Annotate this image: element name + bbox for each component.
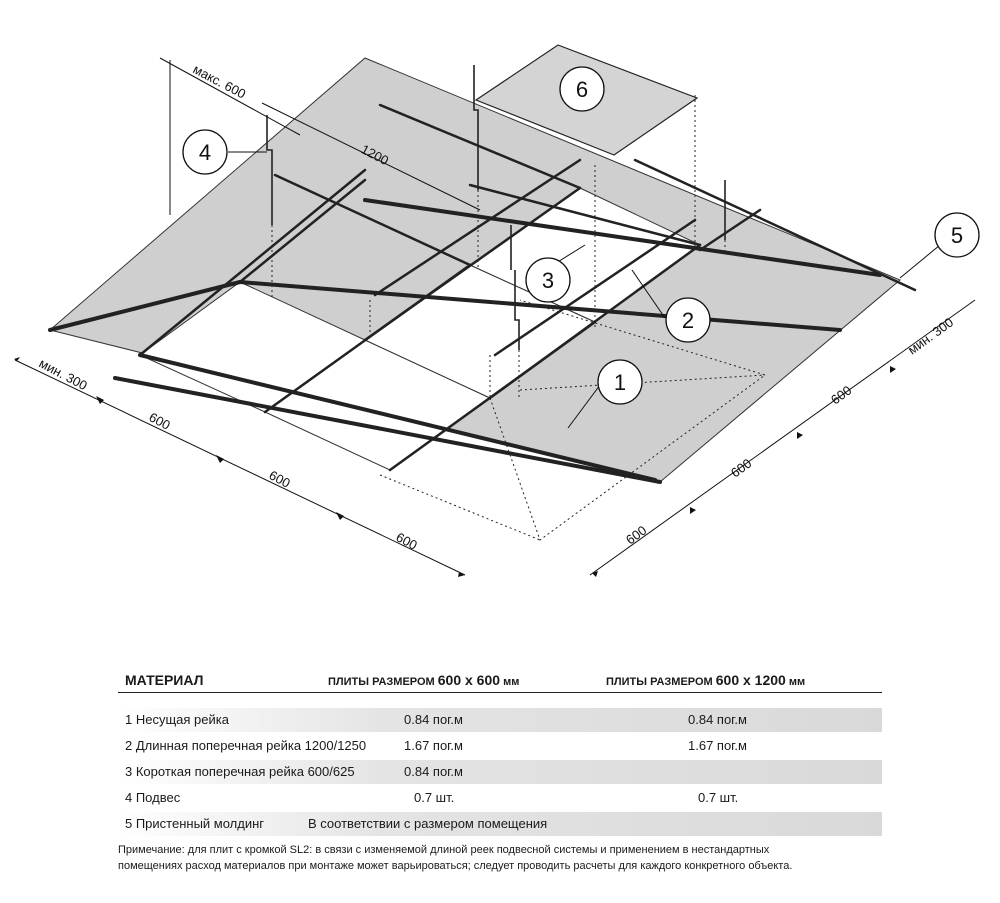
svg-text:1: 1 (614, 370, 626, 395)
row-value-col1: 0.7 шт. (414, 790, 455, 805)
leader-5 (899, 244, 941, 279)
footnote-line-1: Примечание: для плит с кромкой SL2: в св… (118, 844, 770, 856)
dim-label-600-e: 600 (728, 456, 754, 481)
callout-4: 4 (182, 129, 228, 175)
cross-tee (388, 320, 597, 472)
cross-tee (468, 183, 702, 247)
table-row: 3 Короткая поперечная рейка 600/625 0.84… (118, 760, 882, 784)
callout-2: 2 (665, 297, 711, 343)
header-col1: ПЛИТЫ РАЗМЕРОМ 600 х 600 мм (328, 672, 520, 688)
hanger (266, 115, 273, 225)
header-divider (118, 692, 882, 693)
footnote-line-2: помещениях расход материалов при монтаже… (118, 860, 793, 872)
cross-tee (138, 168, 367, 357)
hanger (514, 270, 520, 350)
cross-tee (493, 218, 697, 357)
dim-label-min300-right: мин. 300 (905, 315, 956, 358)
dim-label-600-c: 600 (394, 529, 420, 552)
projection-outline (489, 299, 767, 541)
main-runner (138, 353, 657, 482)
hanger (473, 65, 479, 190)
row-value-col1: 0.84 пог.м (404, 764, 463, 779)
dim-label-600-f: 600 (828, 383, 854, 408)
row-value-col1: 0.84 пог.м (404, 712, 463, 727)
svg-text:4: 4 (199, 140, 211, 165)
leader-2 (631, 269, 666, 319)
callout-5: 5 (934, 212, 980, 258)
row-value-col2: 0.7 шт. (698, 790, 739, 805)
cross-tee (263, 263, 472, 414)
projection-line (379, 474, 541, 541)
leader-1 (567, 384, 601, 429)
dimension-ticks (14, 357, 896, 577)
svg-text:3: 3 (542, 268, 554, 293)
main-runner (48, 280, 242, 332)
svg-text:6: 6 (576, 77, 588, 102)
header-material: МАТЕРИАЛ (125, 672, 204, 688)
dim-label-600-a: 600 (147, 409, 173, 432)
table-row: 4 Подвес 0.7 шт. 0.7 шт. (118, 786, 882, 810)
table-row: 5 Пристенный молдинг В соответствии с ра… (118, 812, 882, 836)
table-row: 2 Длинная поперечная рейка 1200/1250 1.6… (118, 734, 882, 758)
row-label: 4 Подвес (125, 790, 181, 805)
callout-3: 3 (525, 257, 571, 303)
projection-line (519, 374, 766, 391)
dim-label-600-d: 600 (623, 523, 649, 548)
svg-text:2: 2 (682, 308, 694, 333)
callout-6: 6 (559, 66, 605, 112)
table-header: МАТЕРИАЛ ПЛИТЫ РАЗМЕРОМ 600 х 600 мм ПЛИ… (118, 668, 882, 690)
ceiling-grid-diagram: макс. 600 1200 мин. 300 600 600 600 600 … (14, 44, 980, 577)
dim-line-bottom-right (589, 299, 976, 576)
cross-tee (238, 178, 367, 284)
dim-label-600-b: 600 (267, 467, 293, 490)
row-label: 1 Несущая рейка (125, 712, 229, 727)
materials-table: МАТЕРИАЛ ПЛИТЫ РАЗМЕРОМ 600 х 600 мм ПЛИ… (118, 668, 882, 874)
cross-tee (273, 173, 472, 267)
row-label: 2 Длинная поперечная рейка 1200/1250 (125, 738, 367, 753)
main-runner (113, 376, 662, 484)
cross-tee (698, 208, 762, 252)
row-value-col2: 0.84 пог.м (688, 712, 747, 727)
row-label: 3 Короткая поперечная рейка 600/625 (125, 764, 355, 779)
row-value-col1: В соответствии с размером помещения (308, 816, 548, 831)
header-col2: ПЛИТЫ РАЗМЕРОМ 600 х 1200 мм (606, 672, 806, 688)
dim-line-1200 (261, 102, 481, 211)
svg-text:5: 5 (951, 223, 963, 248)
row-label: 5 Пристенный молдинг (125, 816, 265, 831)
callout-1: 1 (597, 359, 643, 405)
dim-line-max600 (159, 57, 301, 136)
cross-tee (373, 158, 582, 297)
wall-molding (633, 158, 917, 292)
main-runner (363, 198, 882, 277)
footnote: Примечание: для плит с кромкой SL2: в св… (118, 842, 888, 874)
dim-label-max600: макс. 600 (191, 61, 249, 101)
table-row: 1 Несущая рейка 0.84 пог.м 0.84 пог.м (118, 708, 882, 732)
row-value-col1: 1.67 пог.м (404, 738, 463, 753)
cross-tee (378, 103, 582, 190)
main-runner (238, 280, 842, 332)
dim-line-bottom-left (14, 359, 466, 576)
row-value-col2: 1.67 пог.м (688, 738, 747, 753)
